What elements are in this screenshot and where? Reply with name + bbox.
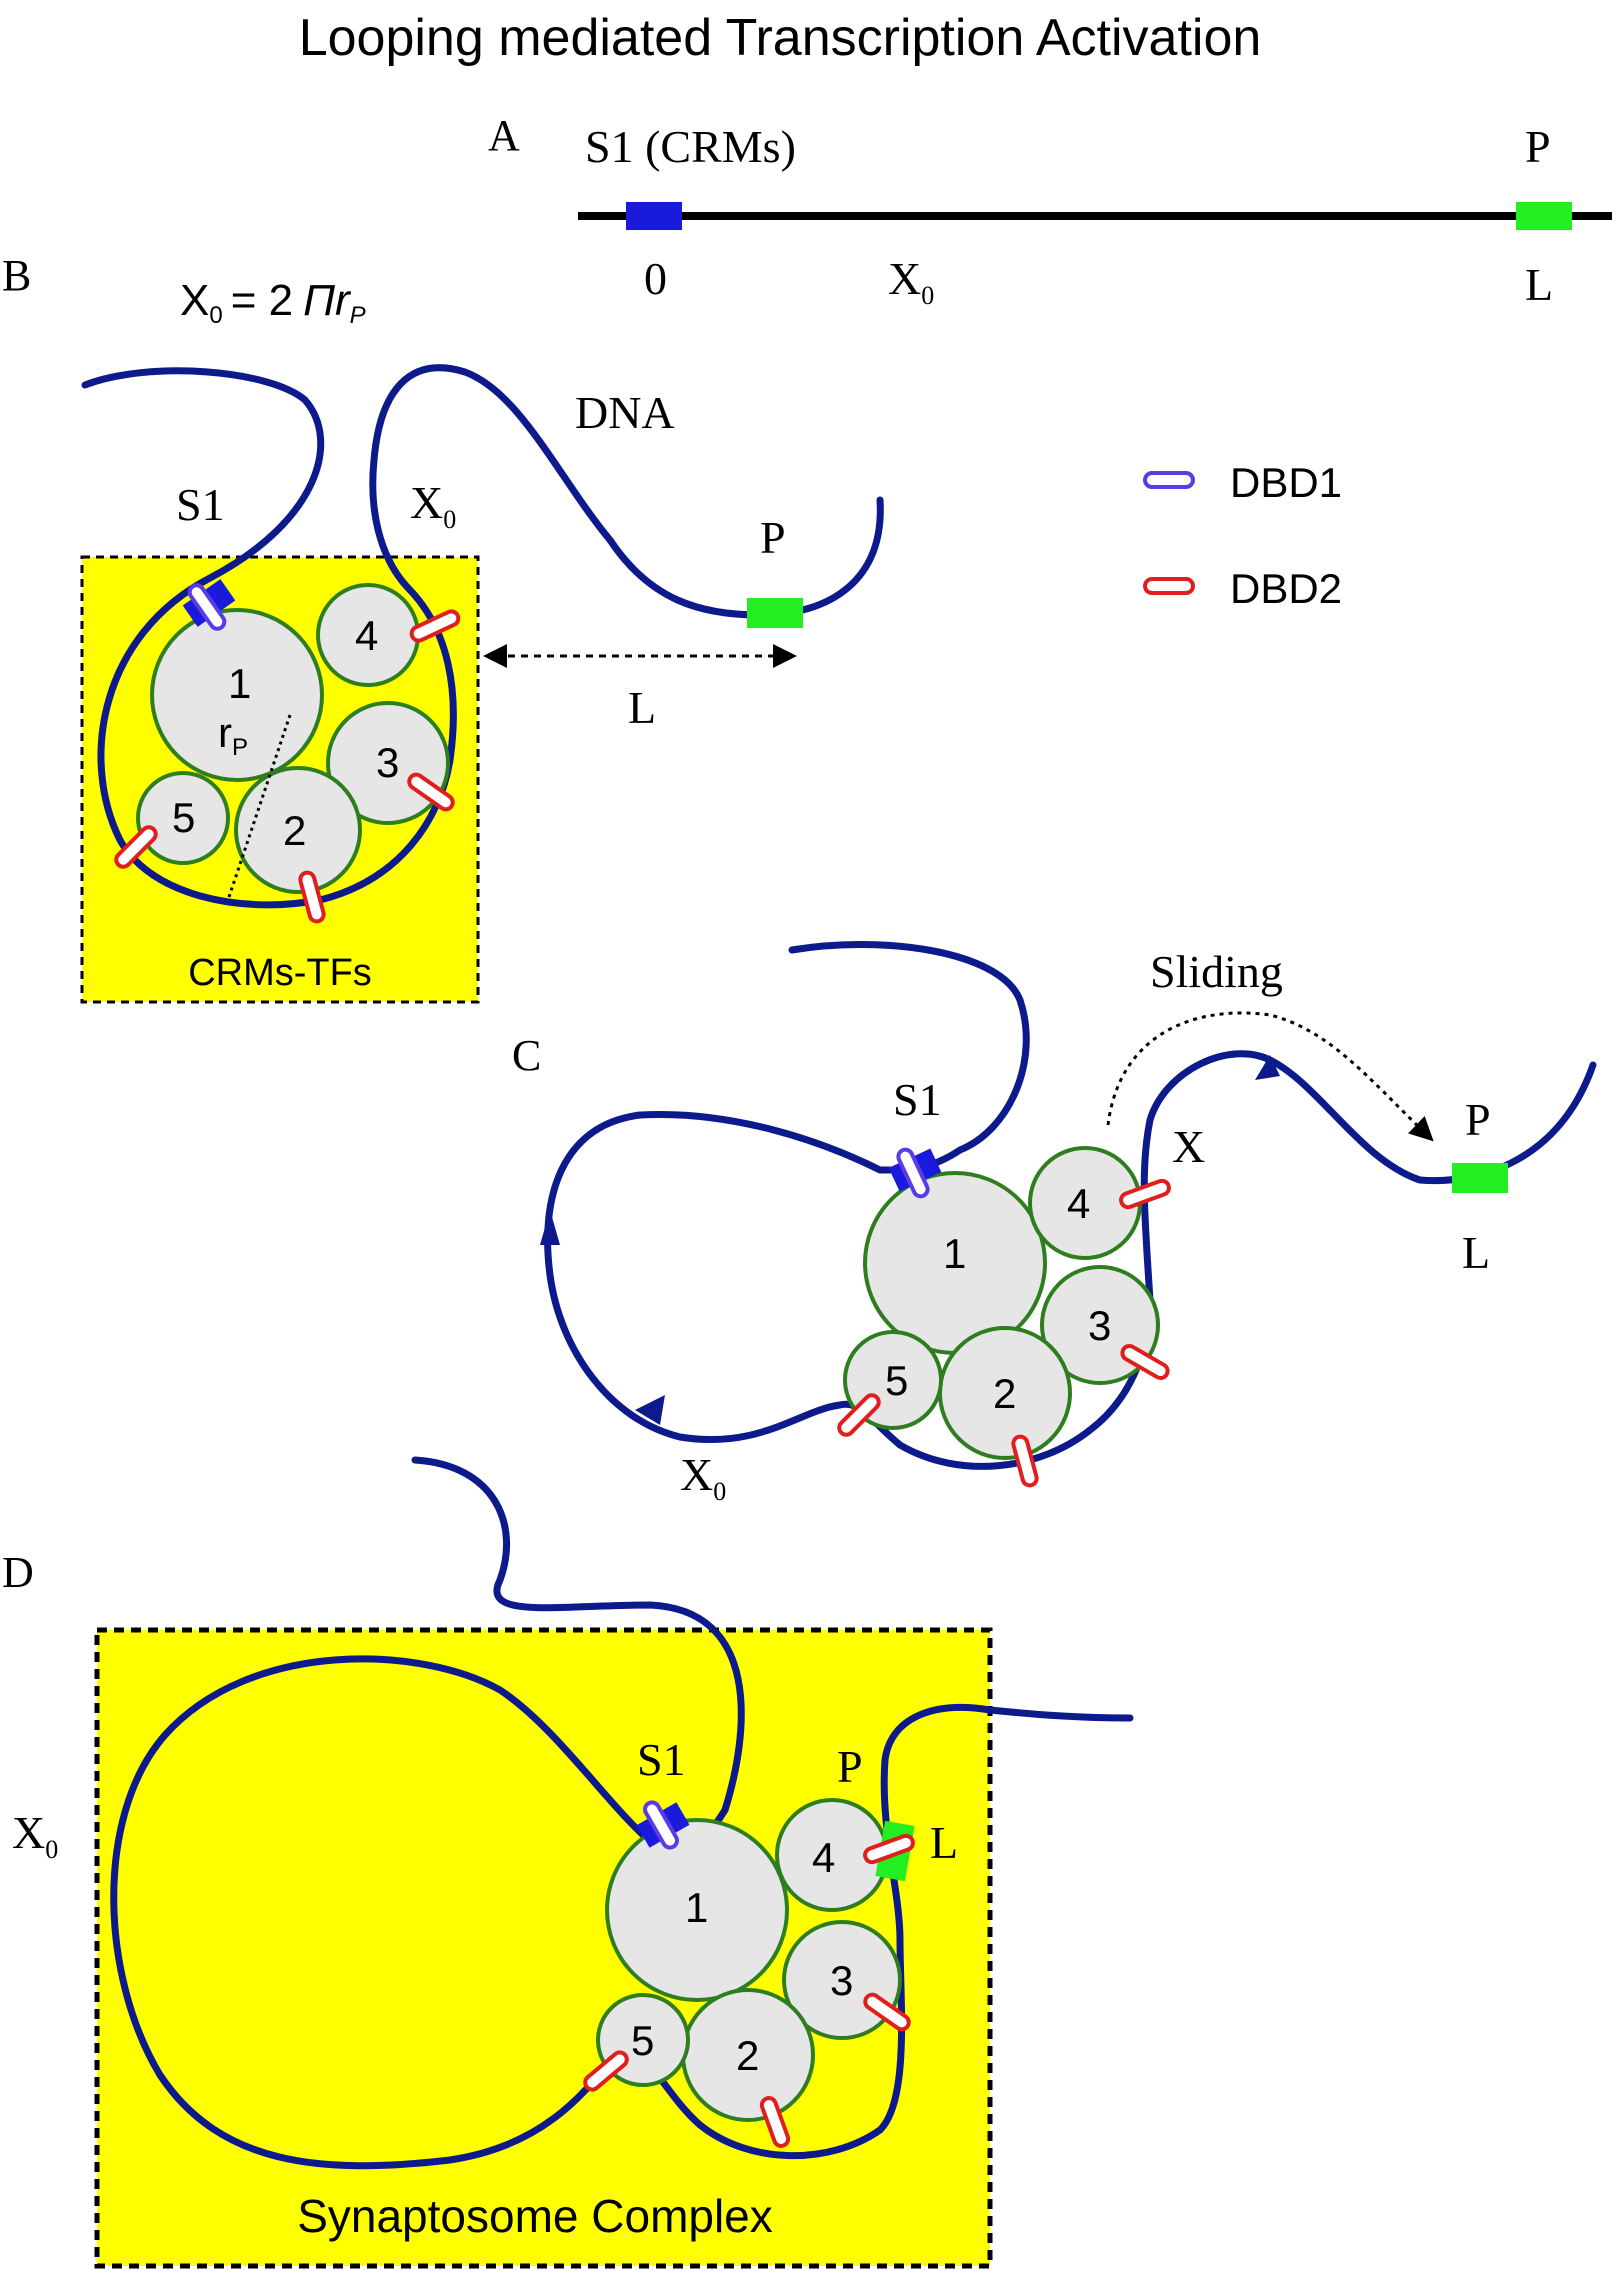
panel-c-upper-arrow: [1255, 1055, 1280, 1080]
protein-1: [150, 608, 324, 782]
panel-b-s1-label: S1: [176, 479, 225, 530]
panel-b-dbd2-on-3: [407, 772, 455, 812]
panel-b-promoter-site: [747, 598, 803, 628]
panel-b-dna-strand: [81, 364, 884, 909]
panel-c-dbd2-on-3: [1120, 1344, 1170, 1380]
panel-d-p-label: P: [837, 1741, 863, 1792]
panel-b-rp-label: rP: [218, 709, 248, 761]
panel-c-dbd1: [896, 1147, 930, 1199]
panel-d-protein-1: [605, 1818, 789, 2002]
panel-d-letter: D: [2, 1548, 34, 1597]
panel-c-protein-5-label: 5: [885, 1357, 908, 1404]
panel-d-protein-3-label: 3: [830, 1957, 853, 2004]
panel-a-promoter-site: [1516, 202, 1572, 230]
panel-d-dbd2-on-5: [583, 2050, 629, 2092]
panel-c-sliding-label: Sliding: [1150, 946, 1283, 997]
panel-d-s1-label: S1: [637, 1734, 686, 1785]
panel-d-protein-4-label: 4: [812, 1834, 835, 1881]
panel-c-x-label: X: [1172, 1121, 1205, 1172]
panel-d-dbd2-on-2: [759, 2096, 791, 2148]
panel-c-letter: C: [512, 1031, 541, 1080]
panel-a: A S1 (CRMs) P 0 X0 L: [488, 111, 1612, 310]
legend: DBD1 DBD2: [1143, 459, 1342, 612]
panel-c-p-label: P: [1465, 1094, 1491, 1145]
legend-dbd2-label: DBD2: [1230, 565, 1342, 612]
panel-d-protein-2-label: 2: [736, 2032, 759, 2079]
panel-b-p-label: P: [760, 512, 786, 563]
panel-c-l-label: L: [1462, 1227, 1490, 1278]
panel-c-loop-arrow-2: [635, 1395, 665, 1425]
panel-b-dbd1: [187, 583, 227, 631]
protein-2: [234, 766, 362, 894]
panel-c-dbd2-on-2: [1011, 1434, 1039, 1488]
panel-b-protein-1-label: 1: [228, 660, 251, 707]
panel-d-dbd1: [643, 1800, 679, 1850]
panel-d-protein-5-label: 5: [631, 2017, 654, 2064]
panel-a-s1-label: S1 (CRMs): [585, 121, 796, 172]
panel-c-s1-label: S1: [893, 1074, 942, 1125]
panel-d: D 1 4 3 2 5 X0 S1 P L Synaptosome Comple…: [2, 1456, 1134, 2269]
panel-b-protein-5-label: 5: [172, 794, 195, 841]
panel-c-dbd2-on-4: [1119, 1178, 1171, 1210]
figure-title: Looping mediated Transcription Activatio…: [299, 9, 1262, 67]
panel-a-s1-site: [626, 202, 682, 230]
panel-c-protein-2-label: 2: [993, 1370, 1016, 1417]
protein-5: [136, 771, 230, 865]
panel-b-x0-label: X0: [410, 477, 456, 534]
panel-a-zero-label: 0: [644, 253, 667, 304]
panel-d-x0-label: X0: [12, 1807, 58, 1864]
panel-c-protein-1-label: 1: [943, 1230, 966, 1277]
panel-c: C 1 4 3 2 5 Sliding S1 X P L X0: [512, 940, 1597, 1506]
crms-tfs-label: CRMs-TFs: [188, 952, 372, 994]
panel-d-dna-strand: [110, 1456, 1134, 2170]
panel-b-l-label: L: [628, 682, 656, 733]
panel-a-p-label: P: [1525, 121, 1551, 172]
panel-a-l-label: L: [1525, 259, 1553, 310]
panel-c-protein-4-label: 4: [1067, 1180, 1090, 1227]
panel-b-protein-3-label: 3: [376, 739, 399, 786]
panel-b-dna-label: DNA: [575, 387, 675, 438]
panel-d-dbd2-on-3: [863, 1992, 911, 2032]
panel-c-dbd2-on-5: [837, 1393, 881, 1437]
panel-d-protein-1-label: 1: [685, 1884, 708, 1931]
panel-a-letter: A: [488, 111, 520, 160]
legend-dbd1-label: DBD1: [1230, 459, 1342, 506]
panel-c-x0-label: X0: [680, 1449, 726, 1506]
panel-c-promoter-site: [1452, 1163, 1508, 1193]
legend-dbd1-swatch: [1143, 471, 1195, 489]
sliding-arrow: [1106, 1011, 1434, 1142]
panel-a-x0-label: X0: [888, 253, 934, 310]
panel-d-dbd2-on-4: [863, 1833, 915, 1865]
radius-dotted-line: [226, 714, 292, 901]
legend-dbd2-swatch: [1143, 577, 1195, 595]
panel-c-loop-arrow-1: [540, 1210, 560, 1245]
panel-c-protein-3-label: 3: [1088, 1302, 1111, 1349]
panel-b-dbd2-on-2: [298, 870, 326, 924]
panel-b-dbd2-on-4: [409, 609, 461, 643]
synaptosome-label: Synaptosome Complex: [297, 2190, 773, 2242]
panel-d-l-label: L: [930, 1817, 958, 1868]
panel-b-letter: B: [2, 251, 31, 300]
panel-c-dna-strand: [544, 940, 1597, 1470]
panel-b-dbd2-on-5: [114, 825, 158, 869]
panel-b-protein-2-label: 2: [283, 807, 306, 854]
panel-b-protein-4-label: 4: [355, 612, 378, 659]
